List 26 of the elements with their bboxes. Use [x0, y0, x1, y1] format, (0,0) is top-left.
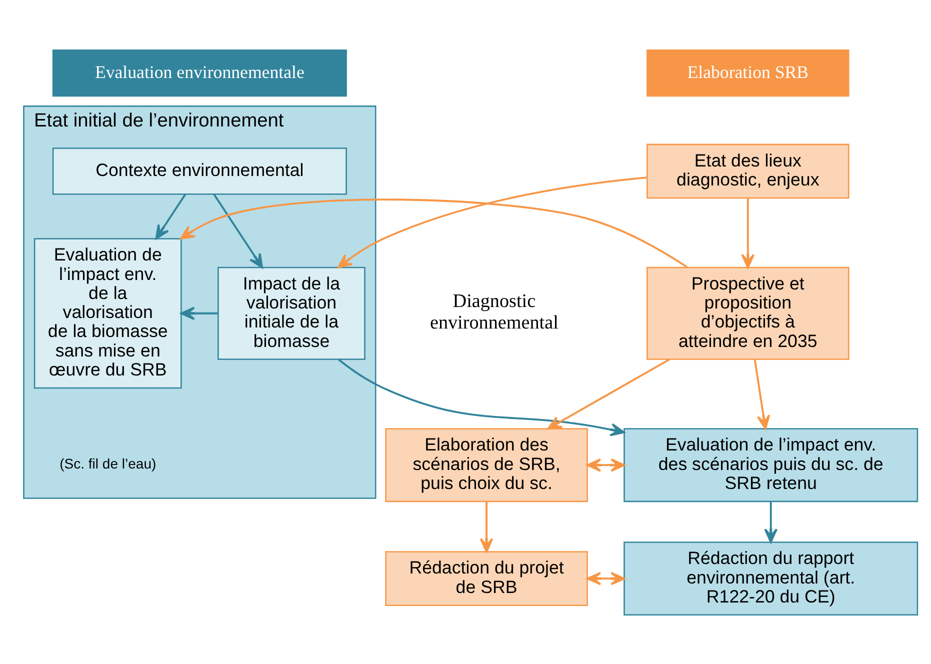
node-box: Impact de la valorisation initiale de la biomasse	[218, 266, 366, 360]
node-box: Rédaction du projet de SRB	[385, 550, 588, 606]
node-box: Elaboration des scénarios de SRB, puis choix du sc.	[385, 428, 588, 502]
arrow	[338, 358, 625, 436]
node-box: Prospective et proposition d’objectifs à atteindre en 2035	[646, 266, 850, 360]
arrow	[180, 306, 218, 320]
arrow	[213, 193, 263, 268]
arrow	[480, 500, 494, 552]
node-box: Elaboration SRB	[646, 48, 850, 96]
node-box: Evaluation de l’impact env. de la valorisation de la biomasse sans mise en œuvre du SRB	[34, 238, 182, 388]
arrow	[547, 358, 670, 430]
node-box: Evaluation environnementale	[52, 48, 347, 96]
node-box: Rédaction du rapport environnemental (art. R122-20 du CE)	[624, 541, 918, 616]
arrow	[338, 176, 647, 268]
node-box: Evaluation de l’impact env. des scénarios puis du sc. de SRB retenu	[624, 428, 918, 502]
label: Diagnostic environnemental	[430, 290, 558, 334]
arrow	[754, 358, 770, 430]
arrow	[155, 193, 186, 239]
arrow	[586, 571, 626, 585]
arrow	[741, 198, 755, 268]
node-box: Contexte environnemental	[52, 147, 347, 194]
arrow	[180, 198, 688, 268]
arrow	[586, 458, 626, 472]
node-label: (Sc. fil de l’eau)	[60, 455, 156, 472]
node-box: Etat des lieux diagnostic, enjeux	[646, 143, 850, 198]
arrow	[764, 500, 778, 542]
